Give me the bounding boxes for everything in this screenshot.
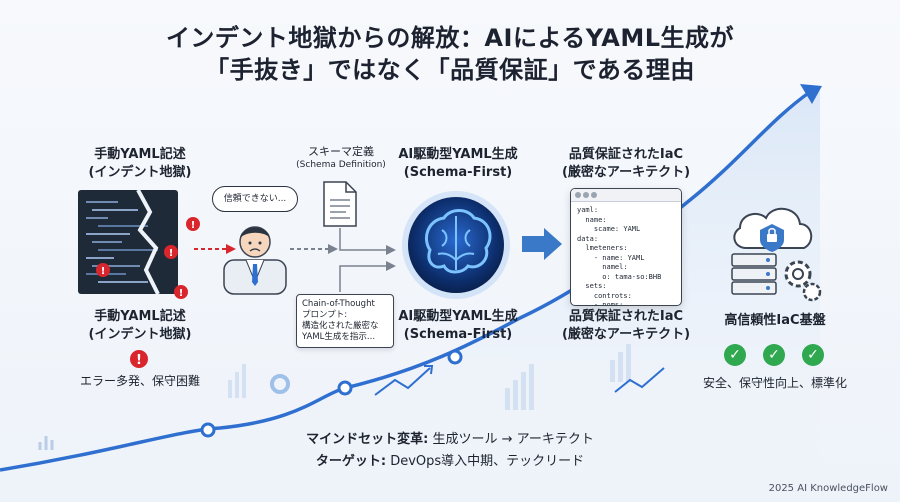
window-titlebar (571, 189, 681, 202)
ai-top-label: AI駆動型YAML生成 (Schema-First) (398, 147, 518, 180)
worried-person-icon (223, 226, 287, 295)
ai-brain-icon (398, 190, 514, 304)
schema-document-icon (322, 180, 358, 232)
engineer-avatar (222, 216, 288, 300)
svg-text:!: ! (136, 353, 142, 368)
check-icon: ✓ (802, 344, 824, 366)
cot-prompt-note: Chain-of-Thought プロンプト: 構造化された厳密な YAML生成… (296, 294, 394, 348)
yaml-code: yaml: name: scame: YAML data: lmeteners:… (577, 206, 662, 306)
error-icon: ! (174, 284, 188, 303)
ai-bottom-label: AI駆動型YAML生成 (Schema-First) (398, 309, 518, 342)
title-line-2: 「手抜き」ではなく「品質保証」である理由 (205, 56, 695, 84)
check-icon: ✓ (763, 344, 785, 366)
svg-text:!: ! (101, 266, 106, 277)
distrust-bubble: 信頼できない... (212, 186, 298, 212)
check-icon: ✓ (724, 344, 746, 366)
qa-bottom-label: 品質保証されたIaC (厳密なアーキテクト) (561, 309, 691, 342)
error-icon: ! (164, 244, 178, 263)
check-group: ✓ ✓ ✓ (724, 344, 824, 366)
manual-issue-text: エラー多発、保守困難 (79, 374, 200, 388)
footer-credit: 2025 AI KnowledgeFlow (768, 483, 888, 494)
infra-benefits: 安全、保守性向上、標準化 (702, 376, 847, 390)
schema-label: スキーマ定義 (Schema Definition) (296, 145, 386, 170)
dashed-arrow-red (194, 244, 236, 254)
connector-lines (339, 228, 396, 292)
manual-bottom-label: 手動YAML記述 (インデント地獄) (88, 309, 192, 342)
manual-top-label: 手動YAML記述 (インデント地獄) (88, 147, 192, 180)
yaml-code-window: yaml: name: scame: YAML data: lmeteners:… (570, 188, 682, 306)
qa-top-label: 品質保証されたIaC (厳密なアーキテクト) (561, 147, 691, 180)
warning-icon: ! (130, 350, 148, 372)
title-line-1: インデント地獄からの解放：AIによるYAML生成が (165, 24, 735, 52)
secure-cloud-server-icon (712, 196, 832, 310)
error-icon: ! (96, 262, 110, 281)
svg-text:!: ! (169, 248, 174, 259)
forward-arrow-icon (522, 228, 562, 260)
dashed-arrow-grey (290, 244, 338, 254)
infra-label: 高信頼性IaC基盤 (724, 313, 826, 328)
svg-text:!: ! (179, 288, 184, 299)
mindset-line: マインドセット変革: 生成ツール → アーキテクト (306, 432, 594, 447)
error-icon: ! (186, 216, 200, 235)
target-line: ターゲット: DevOps導入中期、テックリード (315, 454, 585, 469)
svg-text:!: ! (191, 220, 196, 231)
